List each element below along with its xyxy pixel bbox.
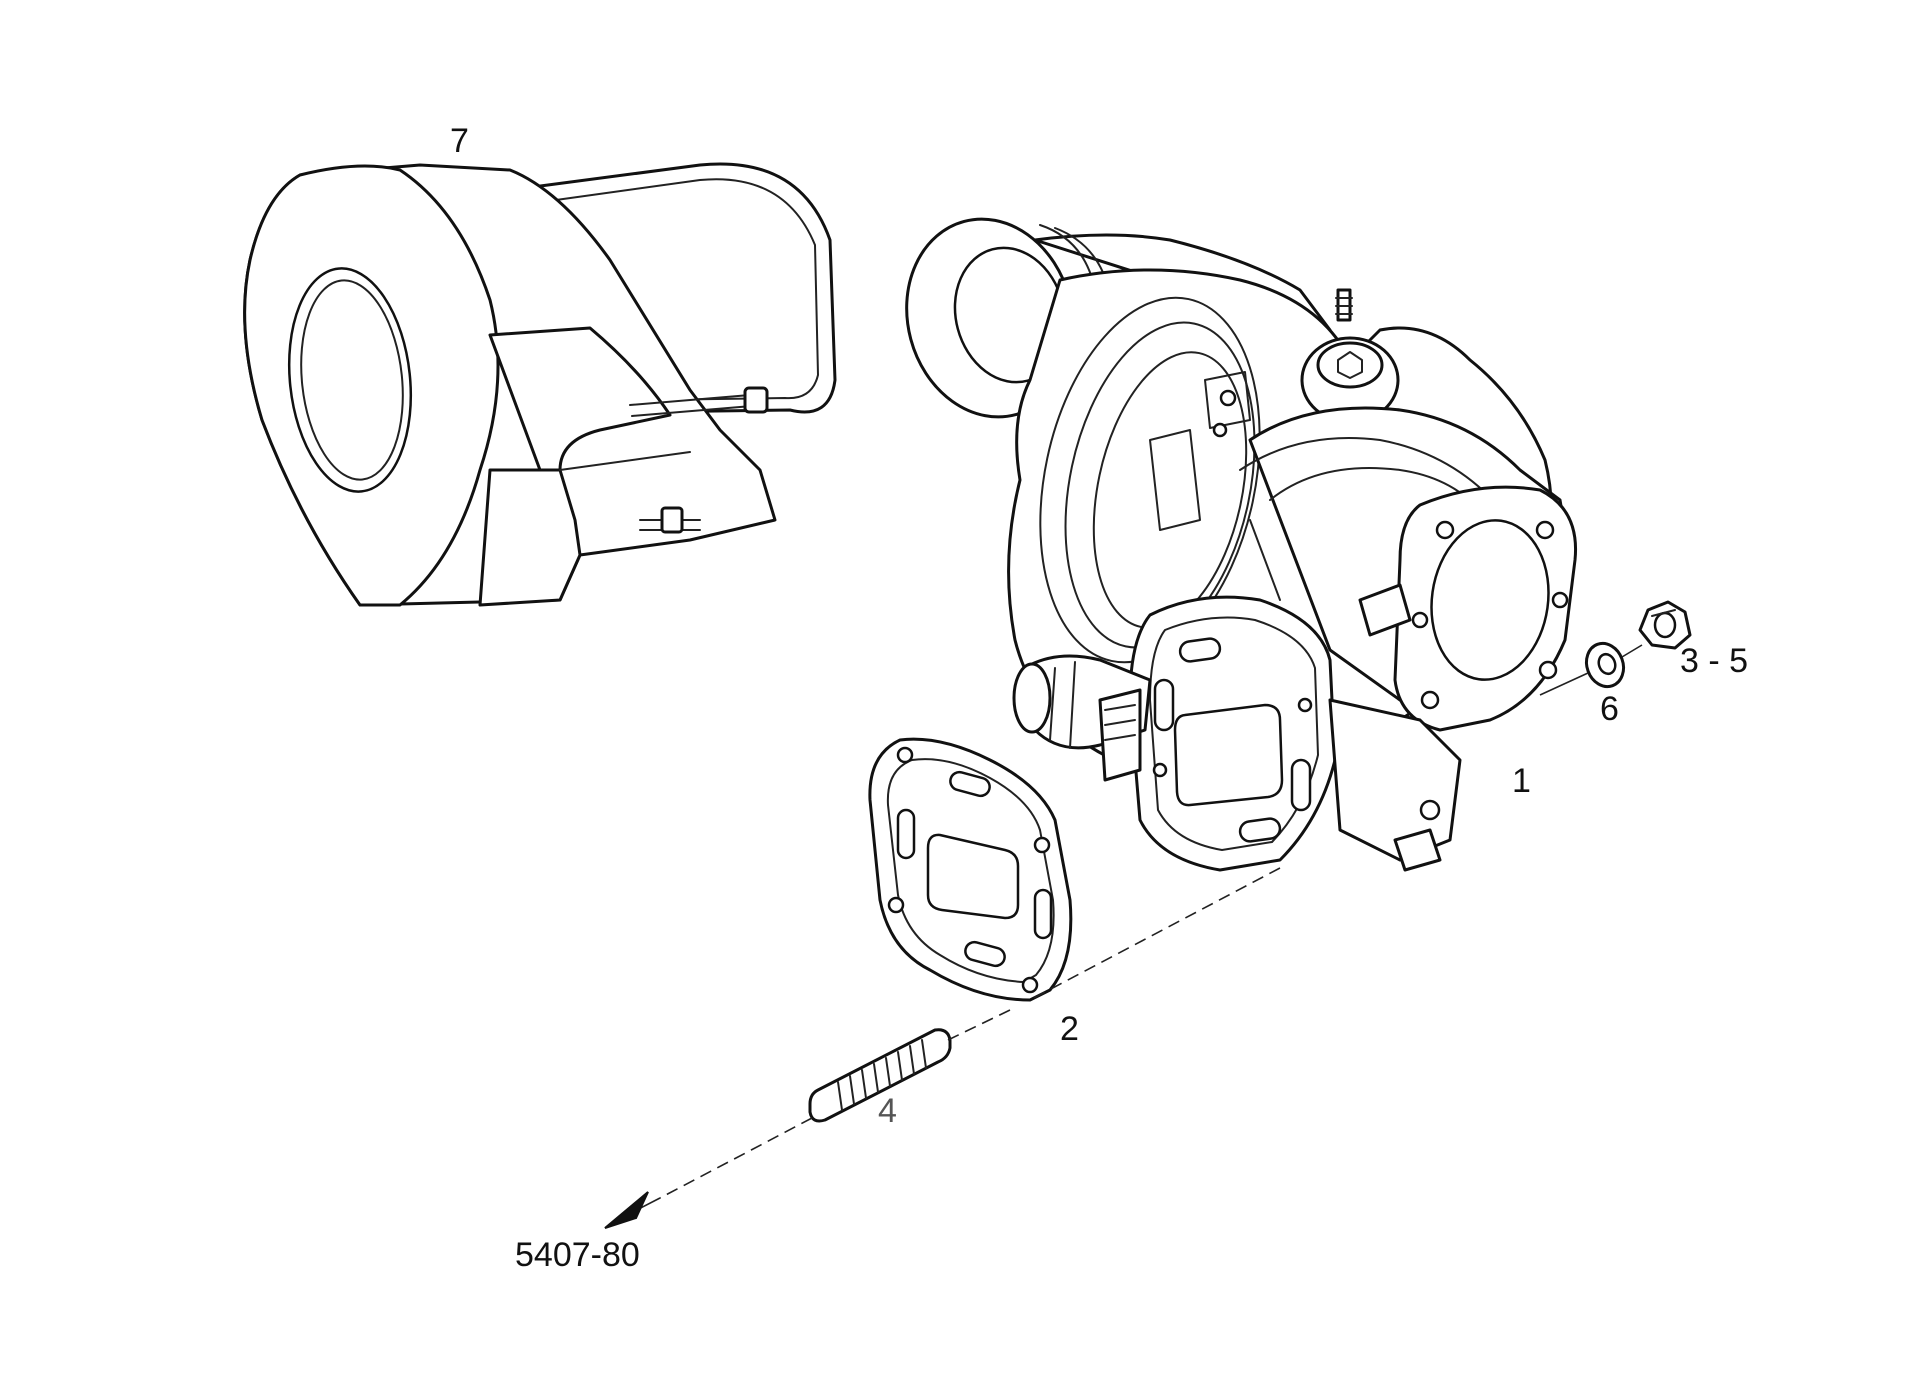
nut-part [1638,600,1692,650]
callout-2: 2 [1060,1010,1079,1048]
reference-code: 5407-80 [515,1236,640,1274]
washer-part [1584,641,1626,689]
turbocharger-part [905,217,1578,872]
heat-shield-part [243,162,837,607]
callout-4: 4 [878,1092,897,1130]
stud-part [808,1028,952,1123]
callout-1: 1 [1512,762,1531,800]
callout-6: 6 [1600,690,1619,728]
arrow-head-icon [604,1191,649,1229]
callout-3-5: 3 - 5 [1680,642,1748,680]
leader-lines [604,644,1643,1229]
callout-7: 7 [450,122,469,160]
gasket-part [868,737,1073,1002]
